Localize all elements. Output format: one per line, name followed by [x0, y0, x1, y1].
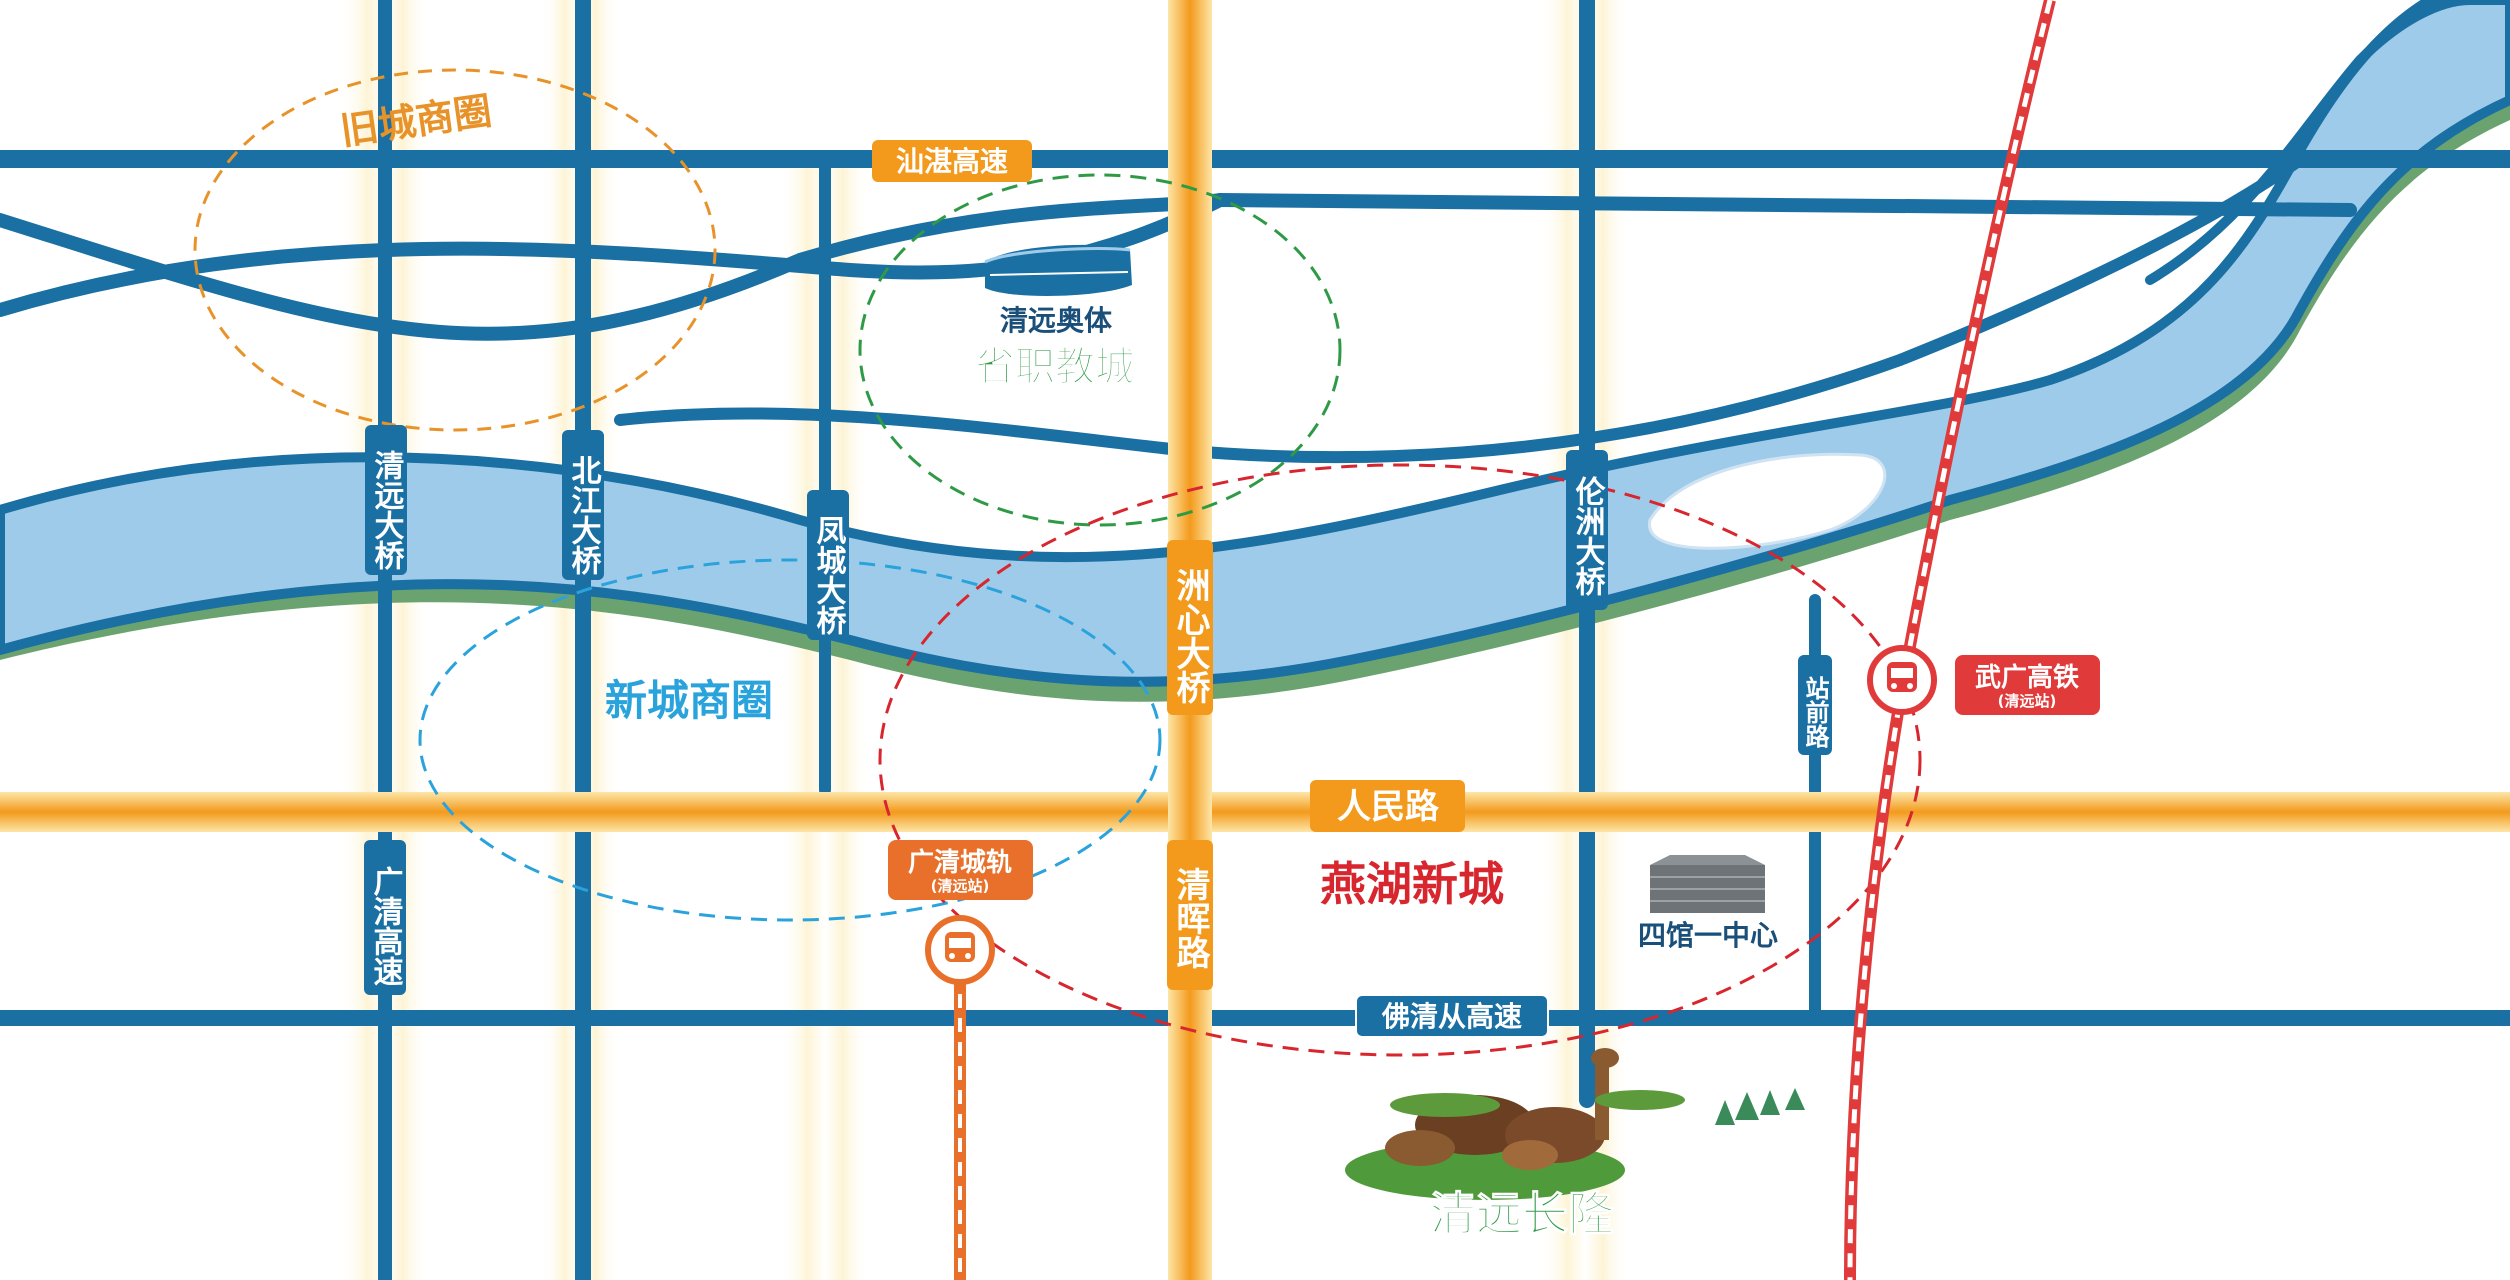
svg-text:北江大桥: 北江大桥 [566, 455, 602, 576]
svg-text:凤城大桥: 凤城大桥 [811, 515, 847, 636]
svg-text:清远大桥: 清远大桥 [369, 450, 405, 571]
education-ring [858, 173, 1342, 527]
foqingcong-label-badge: 佛清从高速 [1355, 994, 1549, 1038]
wuguang-railway-dash [1847, 0, 2053, 1280]
stadium-label: 清远奥体 [1000, 304, 1113, 337]
guangqing-station-icon [925, 915, 995, 985]
svg-text:汕湛高速: 汕湛高速 [896, 145, 1008, 178]
svg-text:广清城轨: 广清城轨 [908, 848, 1012, 878]
wuguang-station-badge: 武广高铁 (清远站) [1955, 655, 2100, 715]
new-city-ring [418, 558, 1162, 922]
new-city-label: 新城商圈 [605, 676, 773, 725]
renmin-label-badge: 人民路 [1310, 780, 1465, 832]
bridge-qingyuan: 清远大桥 [365, 425, 407, 575]
river-island [1648, 452, 1887, 550]
four-halls-label: 四馆一中心 [1638, 919, 1778, 952]
yanhu-label: 燕湖新城 [1320, 857, 1504, 911]
wuguang-station-icon [1867, 645, 1937, 715]
road [614, 154, 2306, 464]
road-block [0, 150, 2510, 168]
svg-text:武广高铁: 武广高铁 [1975, 662, 2079, 693]
road [1213, 193, 2357, 217]
chimelong-label: 清远长隆 [1430, 1187, 1615, 1241]
svg-text:站前路: 站前路 [1801, 676, 1829, 748]
old-city-ring [193, 68, 717, 432]
shantan-label-badge: 汕湛高速 [872, 140, 1032, 182]
svg-text:清晖路: 清晖路 [1170, 867, 1210, 969]
guangqing-station-badge: 广清城轨 (清远站) [888, 840, 1033, 900]
svg-text:广清高速: 广清高速 [368, 866, 404, 987]
svg-text:(清远站): (清远站) [1998, 692, 2057, 710]
stadium-icon [984, 244, 1132, 296]
svg-text:伦洲大桥: 伦洲大桥 [1570, 476, 1606, 597]
road-qinghui: 清晖路 [1167, 840, 1213, 990]
road-guangqing: 广清高速 [364, 840, 406, 995]
wildlife-illustration [1345, 1048, 1805, 1200]
svg-text:洲心大桥: 洲心大桥 [1170, 568, 1210, 705]
svg-text:(清远站): (清远站) [931, 877, 990, 895]
education-city-label: 省职教城 [975, 344, 1135, 390]
four-halls-icon [1650, 855, 1765, 913]
yanhu-ring [878, 463, 1922, 1057]
bridge-lunzhou: 伦洲大桥 [1566, 450, 1608, 610]
road-zhanqian: 站前路 [1798, 655, 1832, 755]
road-block [0, 1010, 2510, 1026]
svg-text:佛清从高速: 佛清从高速 [1381, 1000, 1522, 1033]
svg-text:人民路: 人民路 [1337, 787, 1440, 827]
road [2145, 0, 2475, 285]
renmin-road [0, 792, 2510, 832]
road [0, 193, 1227, 341]
bridge-beijiang: 北江大桥 [562, 430, 604, 580]
bridge-zhouxin: 洲心大桥 [1167, 540, 1213, 715]
wuguang-railway [1844, 0, 2056, 1280]
bridge-fengcheng: 凤城大桥 [807, 490, 849, 640]
